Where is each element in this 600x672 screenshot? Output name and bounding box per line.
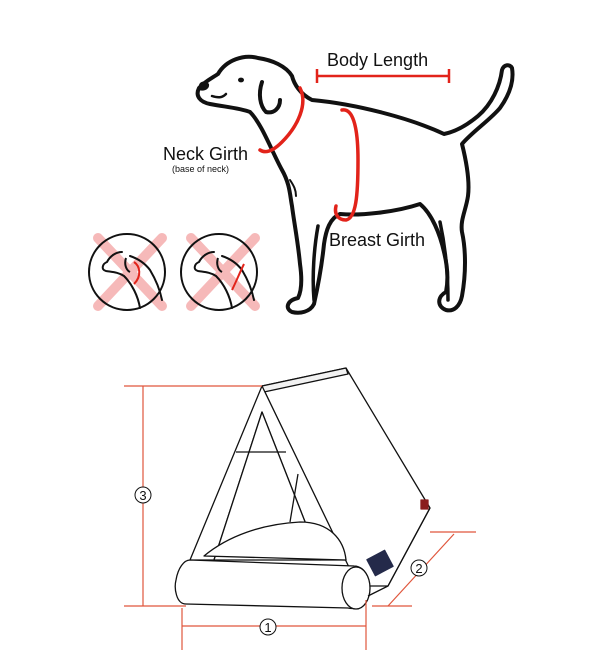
dog-eye — [238, 77, 244, 83]
bolster-body — [174, 559, 370, 610]
mini-dog-ear — [124, 257, 131, 273]
dimension-2-label: 2 — [415, 561, 422, 576]
body-length-marker — [315, 69, 451, 83]
neck-girth-label: Neck Girth — [163, 144, 248, 164]
dog-hind-leg-inner — [438, 220, 450, 302]
side-tab — [420, 499, 429, 510]
dog-mouth — [210, 92, 228, 99]
dimension-markers: 3 1 2 — [134, 486, 428, 636]
dog-ear — [257, 80, 282, 115]
dog-nose — [199, 81, 210, 91]
dimension-1-label: 1 — [264, 620, 271, 635]
tent-base-right — [367, 507, 431, 597]
mini-dog-head-icon — [101, 251, 163, 309]
bolster-end — [341, 566, 371, 610]
body-length-label: Body Length — [327, 50, 428, 70]
wrong-example-2 — [180, 233, 260, 311]
wrong-example-1 — [88, 233, 167, 311]
brand-tag — [366, 549, 394, 577]
wrong-example-circle — [88, 233, 166, 311]
tent-cushion — [203, 521, 347, 561]
breast-girth-marker — [333, 108, 360, 222]
dog-figure — [195, 54, 515, 315]
tent-bed — [174, 367, 431, 610]
dimension-2-marker — [410, 559, 428, 577]
dimension-1-marker — [259, 618, 277, 636]
dog-belly-detail — [289, 179, 297, 197]
breast-girth-label: Breast Girth — [329, 230, 425, 250]
neck-girth-marker — [258, 86, 305, 154]
mini-dog-ear — [216, 257, 223, 273]
wrong-cross-icon — [186, 233, 260, 311]
dimension-3-label: 3 — [139, 488, 146, 503]
dimension-3-marker — [134, 486, 152, 504]
wrong-example-circle — [180, 233, 258, 311]
neck-girth-note: (base of neck) — [172, 164, 229, 174]
wrong-collar-marker — [231, 263, 245, 291]
dog-front-leg-inner — [311, 224, 320, 302]
tent-back-seam — [289, 473, 299, 523]
wrong-collar-marker — [133, 261, 141, 285]
